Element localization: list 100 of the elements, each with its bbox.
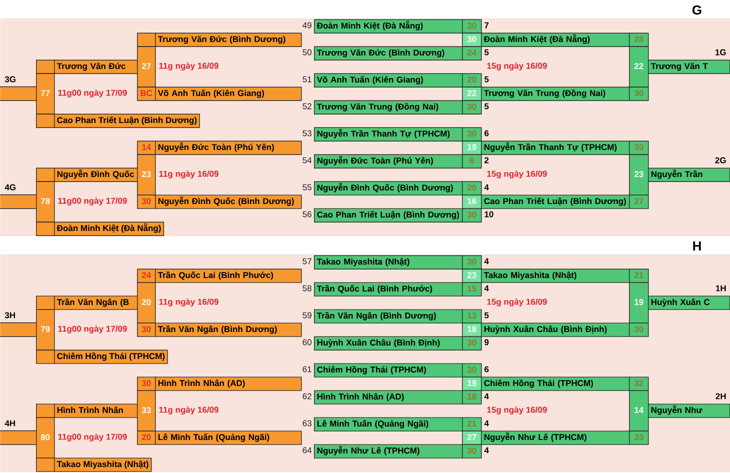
score-cell: 30 (137, 376, 156, 391)
side-number: 5 (484, 76, 489, 82)
seed-number: 49 (302, 22, 312, 28)
score-cell: BC (137, 86, 156, 101)
side-number: 9 (484, 339, 489, 346)
match-time: 15g ngày 16/09 (487, 406, 547, 414)
score-cell: 30 (137, 322, 156, 337)
match-time: 15g ngày 16/09 (487, 170, 547, 178)
position-label: 4H (4, 420, 15, 426)
highlight-cell: 19 (462, 376, 482, 391)
highlight-cell: 16 (462, 194, 482, 209)
side-number: 4 (484, 393, 489, 400)
match-time: 15g ngày 16/09 (487, 62, 547, 70)
highlight-cell: 30 (462, 32, 482, 47)
score-cell: 20 (462, 181, 482, 196)
score-cell: 24 (137, 268, 156, 283)
match-time: 11g00 ngày 17/09 (58, 89, 127, 98)
seed-number: 53 (302, 130, 312, 136)
score-cell: 30 (629, 86, 649, 101)
score-cell: 20 (462, 73, 482, 88)
match-time: 11g ngày 16/09 (159, 298, 218, 306)
score-cell: 24 (462, 46, 482, 60)
score-cell: 33 (629, 430, 649, 445)
qualifier-box: Nguyễn Trần (648, 168, 730, 182)
score-cell: 30 (462, 363, 482, 378)
qualifier-box: Huỳnh Xuân C (648, 296, 730, 310)
side-number: 5 (484, 312, 489, 318)
seed-number: 55 (302, 184, 312, 190)
qualifier-box: Nguyễn Như (648, 404, 730, 418)
seed-number: 52 (302, 103, 312, 110)
seed-number: 64 (302, 447, 312, 454)
score-cell: 20 (137, 430, 156, 445)
seed-number: 51 (302, 76, 312, 82)
score-cell (36, 114, 55, 128)
side-number: 6 (484, 366, 489, 372)
score-cell: 30 (137, 194, 156, 209)
seed-number: 62 (302, 393, 312, 400)
side-number: 4 (484, 447, 489, 454)
score-cell (36, 350, 55, 364)
seed-number: 57 (302, 258, 312, 264)
score-cell: 30 (462, 255, 482, 270)
score-cell (36, 296, 55, 310)
score-cell: 30 (462, 19, 482, 34)
highlight-cell: 22 (462, 86, 482, 101)
match-time: 11g ngày 16/09 (159, 406, 218, 414)
score-cell (36, 458, 55, 472)
score-cell (36, 168, 55, 182)
match-time: 11g00 ngày 17/09 (58, 325, 127, 334)
position-label: 2G (715, 157, 726, 164)
score-cell: 21 (629, 268, 649, 283)
seed-number: 60 (302, 339, 312, 346)
highlight-cell: 27 (462, 430, 482, 445)
seed-number: 63 (302, 420, 312, 426)
match-time: 11g ngày 16/09 (159, 62, 218, 70)
match-time: 11g00 ngày 17/09 (58, 433, 127, 442)
score-cell (36, 222, 55, 236)
score-cell: 15 (462, 282, 482, 296)
score-cell: 21 (462, 417, 482, 432)
highlight-cell: 18 (462, 322, 482, 337)
score-cell: 6 (462, 154, 482, 168)
score-cell: 30 (629, 322, 649, 337)
score-cell: 30 (462, 100, 482, 114)
position-label: 3G (4, 76, 16, 82)
score-cell: 14 (137, 140, 156, 155)
seed-number: 61 (302, 366, 312, 372)
score-cell: 30 (629, 140, 649, 155)
side-number: 4 (484, 258, 489, 264)
side-number: 4 (484, 184, 489, 190)
side-number: 2 (484, 157, 489, 164)
seed-number: 54 (302, 157, 312, 164)
side-number: 10 (484, 211, 494, 218)
score-cell: 30 (462, 444, 482, 458)
position-label: 4G (4, 184, 16, 190)
side-number: 5 (484, 49, 489, 56)
position-label: 1G (716, 49, 726, 56)
score-cell: 30 (462, 208, 482, 222)
highlight-cell: 23 (462, 268, 482, 283)
score-cell (36, 404, 55, 418)
score-cell: 27 (629, 194, 649, 209)
position-label: 2H (716, 393, 726, 400)
match-time: 11g00 ngày 17/09 (58, 197, 127, 206)
side-number: 4 (484, 285, 489, 292)
side-number: 7 (484, 22, 489, 28)
score-cell: 32 (629, 376, 649, 391)
match-time: 11g ngày 16/09 (159, 170, 218, 178)
side-number: 4 (484, 420, 489, 426)
score-cell: 13 (462, 309, 482, 324)
match-time: 15g ngày 16/09 (487, 298, 547, 306)
section-heading: H (693, 242, 701, 250)
seed-number: 56 (302, 211, 312, 218)
position-label: 3H (4, 312, 15, 318)
seed-number: 50 (302, 49, 312, 56)
highlight-cell: 19 (462, 140, 482, 155)
side-number: 6 (484, 130, 489, 136)
score-cell: 28 (629, 32, 649, 47)
seed-number: 59 (302, 312, 312, 318)
score-cell: 30 (462, 336, 482, 350)
section-heading: G (692, 5, 702, 15)
seed-number: 58 (302, 285, 312, 292)
score-cell (36, 60, 55, 74)
